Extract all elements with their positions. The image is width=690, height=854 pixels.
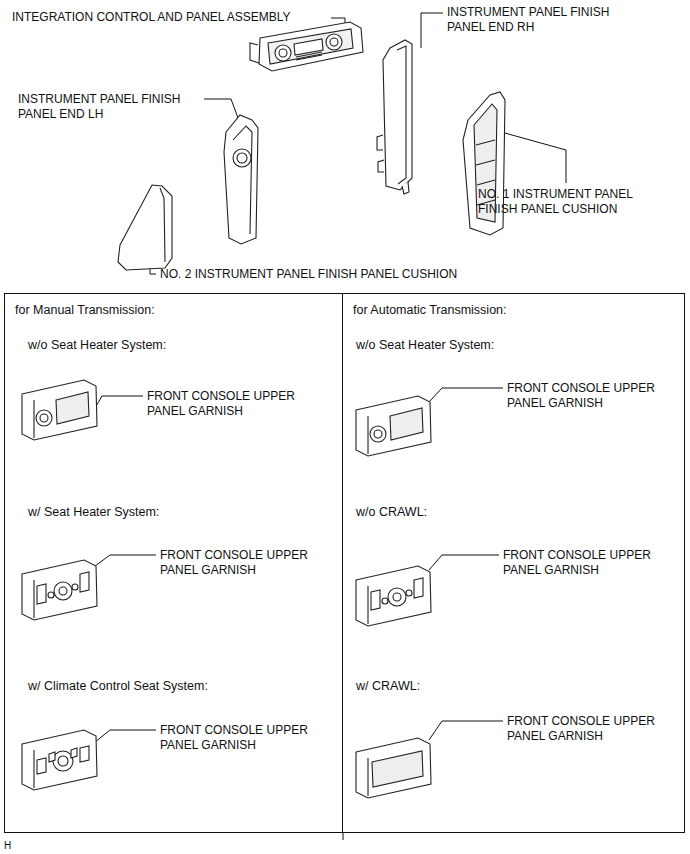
end-panel-rh-illustration	[377, 40, 412, 194]
switch	[37, 584, 46, 604]
knob-center	[279, 49, 287, 57]
tab	[402, 182, 409, 194]
leader-line	[429, 555, 499, 570]
part-name: FRONT CONSOLE UPPER PANEL GARNISH	[507, 381, 677, 411]
cushion-2-illustration	[118, 185, 172, 270]
divider-line	[343, 833, 344, 840]
integration-control-illustration	[250, 22, 363, 71]
condition-heading: w/o Seat Heater System:	[356, 338, 494, 353]
part-name: FRONT CONSOLE UPPER PANEL GARNISH	[160, 723, 330, 753]
panel-edge	[233, 126, 252, 234]
part-name: INSTRUMENT PANEL FINISH PANEL END RH	[447, 5, 632, 35]
panel-edge	[397, 46, 406, 184]
condition-heading: w/ Seat Heater System:	[28, 505, 159, 520]
button	[72, 584, 78, 590]
cushion-edge	[160, 188, 165, 262]
button	[71, 748, 77, 758]
figure-code: H	[4, 838, 11, 853]
opening	[390, 408, 423, 440]
knob-center	[40, 414, 48, 422]
panel-face	[268, 29, 353, 64]
garnish-illustration	[22, 560, 97, 620]
part-name: INTEGRATION CONTROL AND PANEL ASSEMBLY	[12, 10, 291, 25]
part-name: INSTRUMENT PANEL FINISH PANEL END LH	[18, 92, 218, 122]
knob-center	[58, 756, 68, 766]
panel-body	[259, 22, 363, 71]
garnish-body	[356, 566, 431, 626]
switch	[37, 758, 46, 774]
knob	[36, 410, 52, 426]
knob	[388, 588, 406, 606]
garnish-edge	[367, 416, 368, 454]
part-name: FRONT CONSOLE UPPER PANEL GARNISH	[147, 389, 317, 419]
garnish-edge	[33, 750, 34, 788]
panel-heading: for Manual Transmission:	[15, 302, 332, 318]
leader-line	[95, 555, 156, 566]
switch-center	[237, 153, 247, 163]
leader-line	[421, 13, 443, 48]
button	[382, 598, 388, 604]
knob-center	[393, 593, 401, 601]
knob	[370, 426, 386, 442]
condition-heading: w/ Climate Control Seat System:	[28, 679, 208, 694]
garnish-illustration	[356, 396, 431, 456]
knob	[326, 34, 342, 50]
garnish-body	[22, 560, 97, 620]
clip	[378, 160, 384, 172]
knob-center	[330, 38, 338, 46]
button	[49, 752, 55, 762]
switch	[80, 572, 89, 592]
knob	[53, 751, 73, 771]
condition-heading: w/ CRAWL:	[356, 679, 420, 694]
end-panel-lh-illustration	[224, 115, 258, 244]
leader-line	[429, 388, 503, 402]
condition-heading: w/o Seat Heater System:	[28, 338, 166, 353]
garnish-illustration	[356, 566, 431, 626]
garnish-edge	[33, 580, 34, 618]
garnish-body	[356, 396, 431, 456]
opening	[56, 392, 89, 424]
switch	[80, 746, 89, 762]
leader-line	[95, 396, 143, 408]
garnish-body	[22, 730, 97, 790]
cushion-body	[118, 185, 172, 270]
garnish-body	[22, 380, 97, 440]
garnish-illustration	[22, 730, 97, 790]
part-name: NO. 2 INSTRUMENT PANEL FINISH PANEL CUSH…	[160, 267, 457, 282]
knob-center	[59, 587, 67, 595]
part-name: NO. 1 INSTRUMENT PANEL FINISH PANEL CUSH…	[478, 187, 663, 217]
opening	[372, 751, 423, 787]
panel-heading: for Automatic Transmission:	[353, 302, 674, 318]
part-name: FRONT CONSOLE UPPER PANEL GARNISH	[507, 714, 677, 744]
garnish-edge	[367, 586, 368, 624]
garnish-edge	[33, 400, 34, 438]
panel-body	[383, 40, 412, 190]
knob	[275, 45, 291, 61]
knob	[54, 582, 72, 600]
button	[48, 592, 54, 598]
condition-heading: w/o CRAWL:	[356, 505, 427, 520]
leader-line	[95, 730, 156, 742]
leader-line	[204, 99, 238, 118]
garnish-illustration	[22, 380, 97, 440]
clip	[377, 135, 383, 150]
button	[406, 590, 412, 596]
garnish-edge	[367, 758, 368, 796]
knob-center	[374, 430, 382, 438]
panel-body	[224, 115, 258, 244]
leader-line	[429, 721, 503, 740]
switch	[414, 578, 423, 598]
buttons	[296, 52, 322, 60]
switch	[371, 590, 380, 610]
part-name: FRONT CONSOLE UPPER PANEL GARNISH	[503, 548, 673, 578]
part-name: FRONT CONSOLE UPPER PANEL GARNISH	[160, 548, 330, 578]
switch-hole	[233, 149, 251, 167]
garnish-illustration	[356, 738, 431, 798]
leader-lines	[95, 13, 566, 840]
garnish-body	[356, 738, 431, 798]
